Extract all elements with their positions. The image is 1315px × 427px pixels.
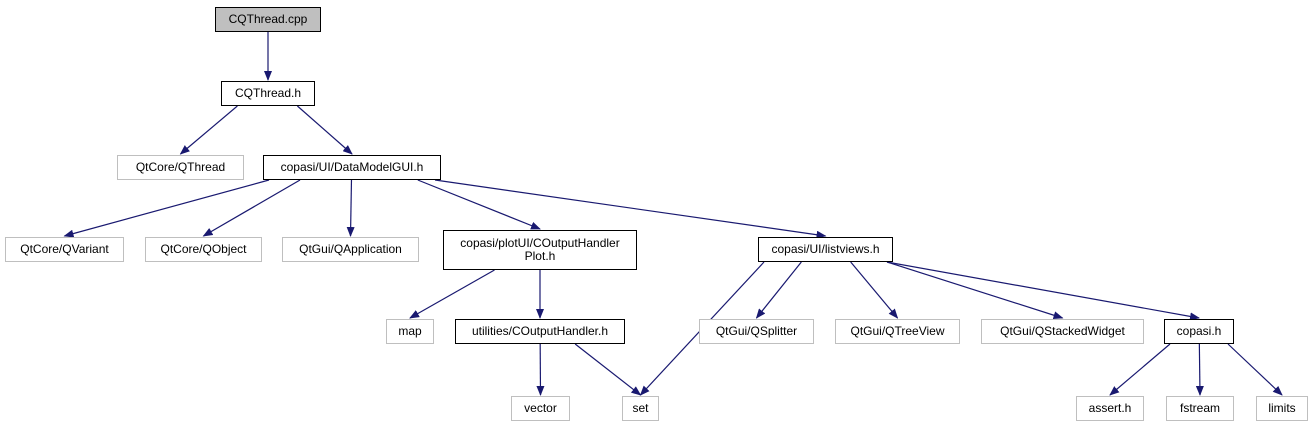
edge-listviews_h-to-qtgui_qstackedwidget [886, 261, 1064, 320]
node-coutputhandler-h[interactable]: utilities/COutputHandler.h [455, 319, 625, 344]
node-qtgui-qtreeview: QtGui/QTreeView [835, 319, 960, 344]
node-qtcore-qobject: QtCore/QObject [145, 237, 262, 262]
node-label: QtGui/QStackedWidget [1000, 324, 1125, 338]
node-qtgui-qstackedwidget: QtGui/QStackedWidget [981, 319, 1144, 344]
node-set: set [622, 396, 659, 421]
node-label: copasi/UI/DataModelGUI.h [280, 160, 424, 174]
node-label: copasi.h [1176, 324, 1222, 338]
node-label: CQThread.h [234, 86, 302, 100]
node-label: copasi/plotUI/COutputHandler Plot.h [460, 236, 620, 263]
node-vector: vector [511, 396, 570, 421]
node-label: vector [524, 401, 557, 415]
node-copasi-h[interactable]: copasi.h [1164, 319, 1234, 344]
node-limits: limits [1256, 396, 1308, 421]
edge-listviews_h-to-qtgui_qtreeview [850, 261, 899, 319]
node-assert-h: assert.h [1076, 396, 1144, 421]
node-fstream: fstream [1166, 396, 1234, 421]
node-qtcore-qthread: QtCore/QThread [117, 155, 244, 180]
node-listviews-h[interactable]: copasi/UI/listviews.h [758, 237, 893, 262]
node-label: limits [1268, 401, 1296, 415]
edge-copasi_h-to-assert_h [1109, 343, 1171, 396]
node-qtgui-qsplitter: QtGui/QSplitter [699, 319, 814, 344]
node-qtcore-qvariant: QtCore/QVariant [5, 237, 124, 262]
node-qtgui-qapplication: QtGui/QApplication [282, 237, 419, 262]
edge-copasi_h-to-fstream [1195, 343, 1204, 396]
edge-listviews_h-to-copasi_h [886, 261, 1200, 321]
node-coutputhandlerplot-h[interactable]: copasi/plotUI/COutputHandler Plot.h [443, 230, 637, 270]
node-label: copasi/UI/listviews.h [771, 242, 880, 256]
node-datamodelgui-h[interactable]: copasi/UI/DataModelGUI.h [263, 155, 441, 180]
node-label: assert.h [1088, 401, 1132, 415]
edge-coutputhandlerplot_h-to-map [409, 269, 495, 319]
edge-datamodelgui_h-to-qtgui_qapplication [346, 179, 355, 237]
node-label: utilities/COutputHandler.h [471, 324, 609, 338]
edge-listviews_h-to-qtgui_qsplitter [755, 261, 802, 319]
node-label: CQThread.cpp [228, 12, 308, 26]
edge-datamodelgui_h-to-coutputhandlerplot_h [417, 179, 541, 230]
node-label: QtCore/QVariant [20, 242, 109, 256]
edge-copasi_h-to-limits [1227, 343, 1283, 396]
node-label: map [398, 324, 422, 338]
node-label: QtGui/QTreeView [850, 324, 945, 338]
edge-datamodelgui_h-to-qtcore_qvariant [63, 179, 270, 238]
edge-cqthread_h-to-datamodelgui_h [297, 105, 353, 155]
edge-coutputhandler_h-to-set [574, 343, 642, 396]
node-label: QtCore/QObject [160, 242, 247, 256]
node-cqthread-cpp[interactable]: CQThread.cpp [215, 7, 321, 32]
node-label: set [632, 401, 649, 415]
edge-datamodelgui_h-to-qtcore_qobject [202, 179, 301, 237]
node-label: fstream [1179, 401, 1220, 415]
node-map: map [386, 319, 434, 344]
node-cqthread-h[interactable]: CQThread.h [221, 81, 315, 106]
edge-datamodelgui_h-to-listviews_h [434, 179, 827, 239]
node-label: QtGui/QApplication [299, 242, 402, 256]
node-label: QtGui/QSplitter [715, 324, 798, 338]
node-label: QtCore/QThread [135, 160, 226, 174]
edge-cqthread_h-to-qtcore_qthread [179, 105, 238, 155]
